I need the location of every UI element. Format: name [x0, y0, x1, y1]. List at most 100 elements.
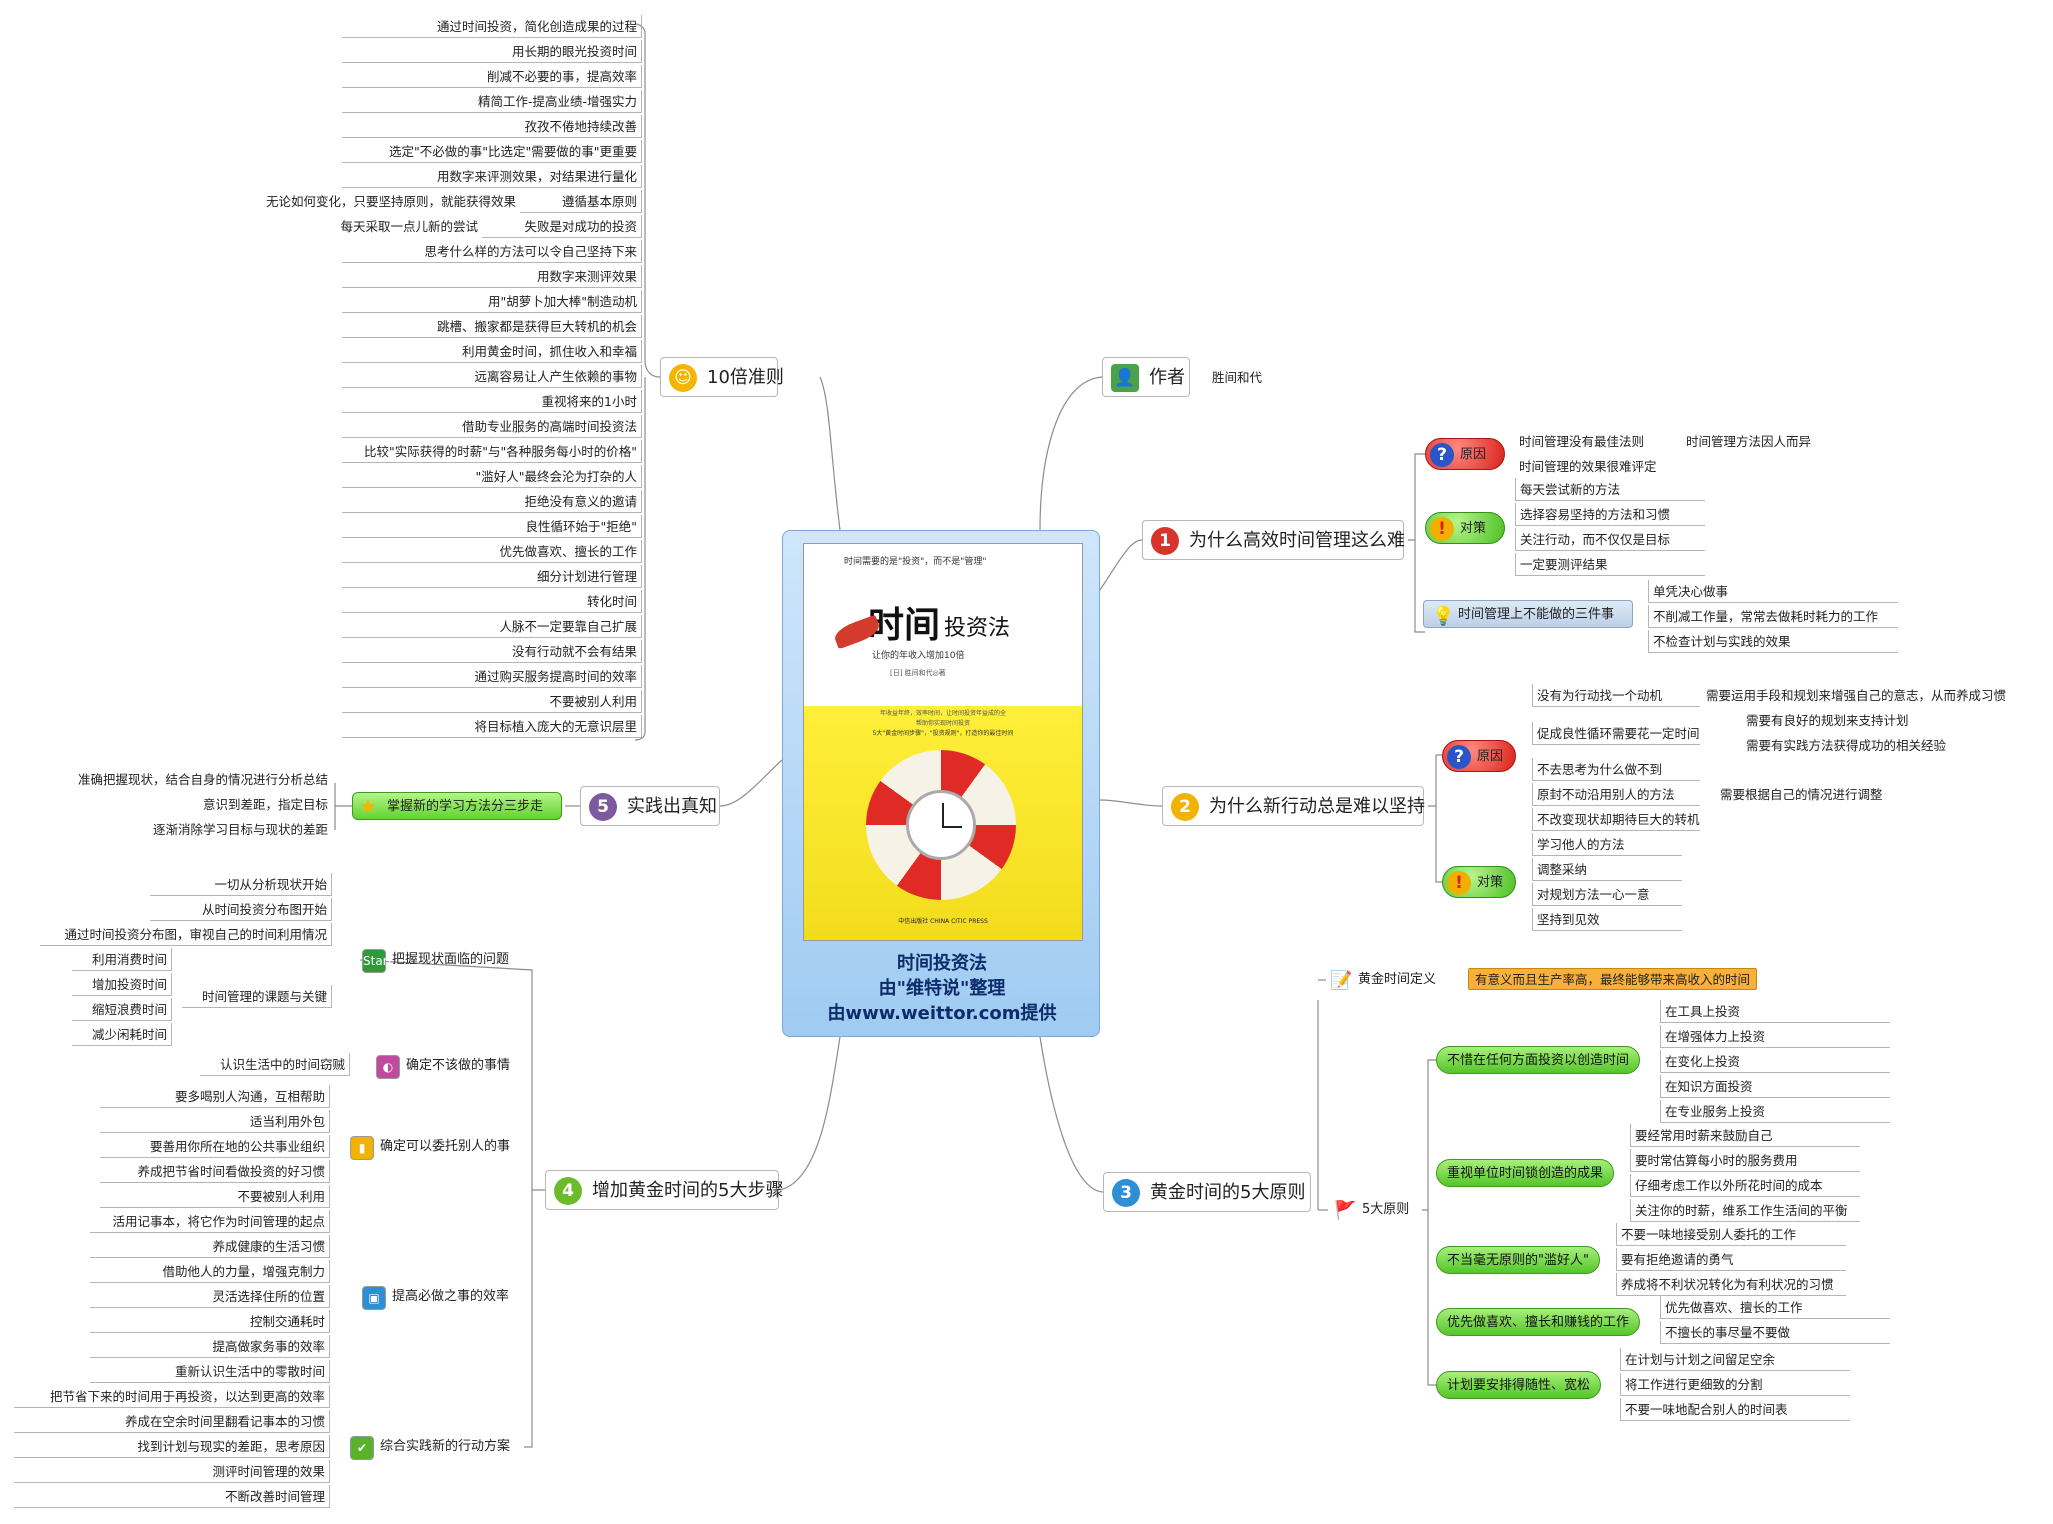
q3-principle-2-item: 关注你的时薪，维系工作生活间的平衡 [1630, 1199, 1860, 1222]
person-icon: 👤 [1111, 364, 1139, 392]
topic-why-not-persist-label: 为什么新行动总是难以坚持 [1209, 796, 1425, 817]
cover-title-b: 投资法 [944, 616, 1011, 641]
topic-practice-label: 实践出真知 [627, 796, 717, 817]
q2-reason[interactable]: ? 原因 [1442, 740, 1516, 772]
q3-definition[interactable]: 📝 黄金时间定义 [1326, 967, 1442, 993]
q3-principle-3-item: 要有拒绝邀请的勇气 [1616, 1248, 1846, 1271]
q3-principle-5[interactable]: 计划要安排得随性、宽松 [1436, 1371, 1602, 1399]
q3-principle-1-item: 在增强体力上投资 [1660, 1025, 1890, 1048]
q3-principle-4-item: 优先做喜欢、擅长的工作 [1660, 1296, 1890, 1319]
q3-principle-4-item: 不擅长的事尽量不要做 [1660, 1321, 1890, 1344]
q1-policy-item: 选择容易坚持的方法和习惯 [1515, 503, 1705, 526]
rule10-item: 不要被别人利用 [342, 690, 642, 713]
gold5-g1-item: 一切从分析现状开始 [150, 873, 332, 896]
practice-item-3: 逐渐消除学习目标与现状的差距 [152, 822, 328, 837]
q3-definition-label: 黄金时间定义 [1358, 972, 1437, 987]
topic-why-not-persist[interactable]: 2 为什么新行动总是难以坚持 [1162, 786, 1425, 826]
rule10-item: 通过购买服务提高时间的效率 [342, 665, 642, 688]
rule10-item: 借助专业服务的高端时间投资法 [342, 415, 642, 438]
gold5-group-4[interactable]: ▣提高必做之事的效率 [358, 1284, 515, 1310]
gold5-group-2[interactable]: ◐确定不该做的事情 [372, 1053, 516, 1079]
gold5-g2-item: 认识生活中的时间窃贼 [200, 1053, 350, 1076]
question-icon: ? [1430, 443, 1454, 467]
rule10-item: 孜孜不倦地持续改善 [342, 115, 642, 138]
rule10-item: 跳槽、搬家都是获得巨大转机的机会 [342, 315, 642, 338]
cover-title-a: 时间 [868, 604, 941, 646]
topic-10x-rule[interactable]: ☺ 10倍准则 [660, 357, 784, 397]
gold5-g1-sub: 缩短浪费时间 [72, 998, 172, 1021]
rule10-item: 遵循基本原则 [520, 190, 642, 213]
q1-reason-label: 原因 [1460, 447, 1487, 462]
number-4-icon: 4 [554, 1177, 582, 1205]
q1-three-item: 不检查计划与实践的效果 [1648, 630, 1898, 653]
q2-reason-sub-2a: 需要有良好的规划来支持计划 [1746, 713, 1909, 728]
number-1-icon: 1 [1151, 527, 1179, 555]
q1-three-things[interactable]: 💡 时间管理上不能做的三件事 [1423, 600, 1633, 628]
gold5-icon-4: ▣ [362, 1286, 386, 1310]
q3-principle-3[interactable]: 不当毫无原则的"滥好人" [1436, 1246, 1600, 1274]
q2-reason-label: 原因 [1477, 749, 1504, 764]
cover-author: [日] 胜间和代◎著 [890, 669, 946, 677]
topic-author-label: 作者 [1149, 367, 1185, 388]
gold5-g4-item: 养成健康的生活习惯 [90, 1235, 330, 1258]
q3-principle-5-item: 将工作进行更细致的分割 [1620, 1373, 1850, 1396]
gold5-g4-item: 提高做家务事的效率 [90, 1335, 330, 1358]
star-icon: ★ [359, 794, 377, 818]
cover-top-text: 时间需要的是"投资"，而不是"管理" [844, 557, 987, 567]
q1-reason[interactable]: ? 原因 [1425, 438, 1505, 470]
gold5-g5-item: 测评时间管理的效果 [14, 1460, 330, 1483]
gold5-group-5[interactable]: ✔综合实践新的行动方案 [346, 1434, 516, 1460]
gold5-group-3[interactable]: ▮确定可以委托别人的事 [346, 1134, 516, 1160]
q3-principle-5-item: 在计划与计划之间留足空余 [1620, 1348, 1850, 1371]
topic-gold-5-principles[interactable]: 3 黄金时间的5大原则 [1103, 1172, 1311, 1212]
gold5-icon-3: ▮ [350, 1136, 374, 1160]
rule10-item: 良性循环始于"拒绝" [342, 515, 642, 538]
gold5-g1-item: 通过时间投资分布图，审视自己的时间利用情况 [40, 923, 332, 946]
gold5-group-5-label: 综合实践新的行动方案 [380, 1439, 511, 1454]
cover-blurb-1: 年收益年终，效率时间，让时间投资年益成的全 [879, 710, 1006, 717]
central-subtitle-1: 由"维特说"整理 [878, 978, 1006, 999]
number-5-icon: 5 [589, 793, 617, 821]
note-pen-icon: 📝 [1330, 970, 1353, 991]
rule10-item: 精简工作-提高业绩-增强实力 [342, 90, 642, 113]
q3-principle-1[interactable]: 不惜在任何方面投资以创造时间 [1436, 1046, 1641, 1074]
gold5-g3-item: 要多喝别人沟通，互相帮助 [100, 1085, 330, 1108]
gold5-g4-item: 灵活选择住所的位置 [90, 1285, 330, 1308]
gold5-g1-sub: 减少闲耗时间 [72, 1023, 172, 1046]
book-cover-image: 时间需要的是"投资"，而不是"管理" 时间 投资法 让你的年收入增加10倍 [日… [803, 543, 1083, 941]
q3-definition-value: 有意义而且生产率高，最终能够带来高收入的时间 [1468, 968, 1758, 990]
q2-reason-sub-2b: 需要有实践方法获得成功的相关经验 [1746, 738, 1947, 753]
gold5-g5-item: 不断改善时间管理 [14, 1485, 330, 1508]
gold5-g1-item: 时间管理的课题与关键 [182, 985, 332, 1008]
gold5-g4-item: 控制交通耗时 [90, 1310, 330, 1333]
gold5-g3-item: 要善用你所在地的公共事业组织 [100, 1135, 330, 1158]
topic-author[interactable]: 👤 作者 [1102, 357, 1190, 397]
q1-policy[interactable]: ! 对策 [1425, 512, 1505, 544]
practice-child[interactable]: ★ 掌握新的学习方法分三步走 [352, 792, 562, 820]
rule10-item: 远离容易让人产生依赖的事物 [342, 365, 642, 388]
q3-principle-4[interactable]: 优先做喜欢、擅长和赚钱的工作 [1436, 1308, 1641, 1336]
gold5-g5-item: 养成在空余时间里翻看记事本的习惯 [14, 1410, 330, 1433]
topic-gold-5-steps-label: 增加黄金时间的5大步骤 [592, 1180, 784, 1201]
q2-policy-item: 对规划方法一心一意 [1532, 883, 1682, 906]
gold5-g1-sub: 增加投资时间 [72, 973, 172, 996]
gold5-g1-sub: 利用消费时间 [72, 948, 172, 971]
rule10-item: 拒绝没有意义的邀请 [342, 490, 642, 513]
gold5-g5-item: 找到计划与现实的差距，思考原因 [14, 1435, 330, 1458]
q2-policy[interactable]: ! 对策 [1442, 866, 1516, 898]
gold5-g4-item: 重新认识生活中的零散时间 [90, 1360, 330, 1383]
topic-practice[interactable]: 5 实践出真知 [580, 786, 720, 826]
central-topic-card[interactable]: 时间需要的是"投资"，而不是"管理" 时间 投资法 让你的年收入增加10倍 [日… [782, 530, 1100, 1037]
q3-principles-label: 5大原则 [1362, 1202, 1410, 1217]
q3-principle-2[interactable]: 重视单位时间锁创造的成果 [1436, 1159, 1615, 1187]
gold5-g3-item: 适当利用外包 [100, 1110, 330, 1133]
q1-three-item: 不削减工作量，常常去做耗时耗力的工作 [1648, 605, 1898, 628]
topic-gold-5-steps[interactable]: 4 增加黄金时间的5大步骤 [545, 1170, 783, 1210]
gold5-g5-item: 把节省下来的时间用于再投资，以达到更高的效率 [14, 1385, 330, 1408]
topic-why-hard[interactable]: 1 为什么高效时间管理这么难 [1142, 520, 1405, 560]
q1-reason-item-1: 时间管理没有最佳法则 [1519, 434, 1645, 449]
rule10-item: 思考什么样的方法可以令自己坚持下来 [342, 240, 642, 263]
q2-policy-item: 学习他人的方法 [1532, 833, 1682, 856]
q3-principles[interactable]: 🚩 5大原则 [1328, 1197, 1415, 1223]
